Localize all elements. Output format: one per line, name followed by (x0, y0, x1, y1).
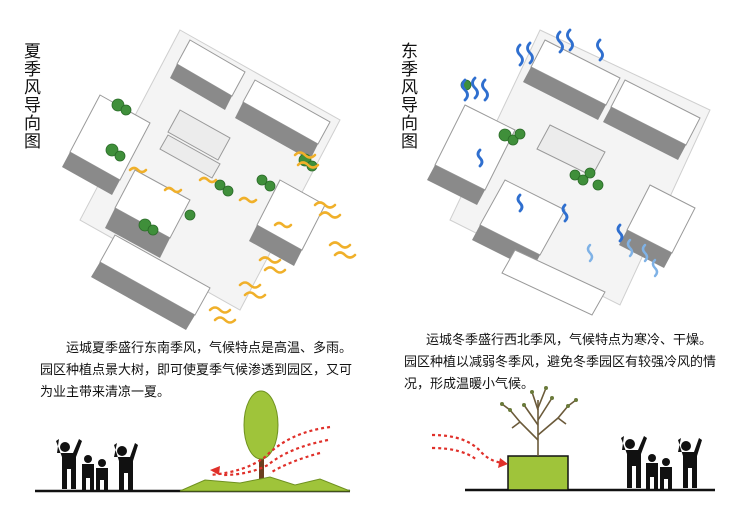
summer-buildings (62, 29, 341, 330)
summer-breeze-arrows (209, 425, 331, 477)
winter-people (621, 436, 702, 489)
summer-title: 夏季风导向图 (20, 42, 40, 150)
winter-tree-buds (500, 386, 578, 412)
winter-wind-arrows-light (586, 238, 659, 278)
winter-cold-wind-arrows (431, 433, 503, 465)
summer-shrubs (105, 98, 318, 236)
summer-section (35, 390, 351, 493)
winter-section (431, 386, 715, 492)
winter-wind-arrows (461, 28, 624, 243)
summer-people (56, 439, 138, 491)
winter-arrowhead (498, 458, 508, 468)
winter-shrubs (460, 79, 604, 191)
summer-wind-arrows (128, 151, 357, 324)
winter-buildings (427, 29, 711, 316)
summer-arrowhead (210, 466, 220, 475)
summer-site-plan (62, 29, 357, 330)
winter-tree (501, 387, 577, 456)
winter-description: 运城冬季盛行西北季风，气候特点为寒冷、干燥。园区种植以减弱冬季风，避免冬季园区有… (404, 333, 717, 392)
summer-tree (179, 390, 351, 492)
summer-description: 运城夏季盛行东南季风，气候特点是高温、多雨。园区种植点景大树，即可使夏季气候渗透… (40, 341, 353, 400)
winter-title: 东季风导向图 (397, 42, 417, 150)
winter-site-plan (427, 28, 711, 316)
winter-planter (507, 455, 569, 491)
